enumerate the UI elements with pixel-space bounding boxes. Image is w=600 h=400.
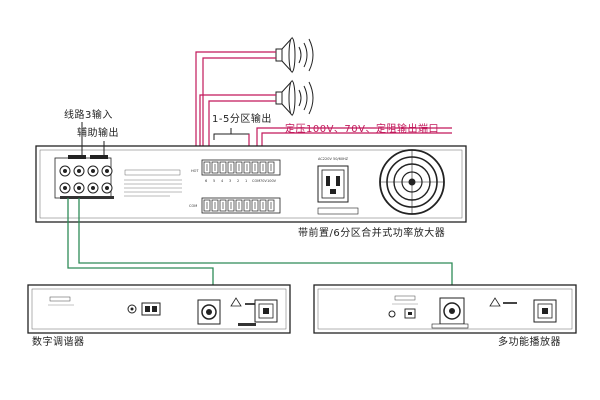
com-label: COM	[189, 204, 197, 208]
terminal-number: 70V	[260, 179, 267, 183]
terminal-number: 4	[221, 179, 224, 183]
terminal-number: COM	[252, 179, 260, 183]
power-socket: AC220V 50/60HZ	[317, 157, 359, 215]
speaker-top	[275, 36, 314, 74]
warning-block	[124, 169, 182, 197]
interconnect-wires	[67, 198, 453, 298]
ac-label: AC220V 50/60HZ	[318, 157, 349, 161]
amplifier: 6 5 4 3 2 1 COM 70V 100V HOT COM AC220V …	[35, 145, 467, 223]
digital-tuner	[27, 284, 291, 334]
input-jack-panel	[54, 155, 114, 199]
terminal-number: 1	[245, 179, 247, 183]
terminal-number: 2	[237, 179, 239, 183]
terminal-number: 6	[205, 179, 207, 183]
terminal-number: 100V	[267, 179, 277, 183]
terminal-number: 5	[213, 179, 215, 183]
zone-output-label: 1-5分区输出	[212, 114, 272, 125]
speaker-bottom	[275, 79, 314, 117]
line3-input-label: 线路3输入	[64, 110, 113, 121]
multi-function-player	[313, 284, 577, 334]
player-name-label: 多功能播放器	[498, 337, 561, 348]
terminal-number: 3	[229, 179, 231, 183]
tuner-name-label: 数字调谐器	[32, 337, 85, 348]
hot-label: HOT	[191, 169, 199, 173]
input-leader-wires	[81, 122, 105, 155]
fan-grill	[379, 149, 445, 215]
constant-voltage-label: 定压100V、70V、定阻输出端口	[285, 124, 439, 135]
terminal-block: 6 5 4 3 2 1 COM 70V 100V HOT COM	[189, 159, 281, 214]
zone-output-bracket	[213, 128, 250, 140]
amplifier-name-label: 带前置/6分区合并式功率放大器	[298, 228, 446, 239]
aux-output-label: 辅助输出	[77, 128, 119, 139]
